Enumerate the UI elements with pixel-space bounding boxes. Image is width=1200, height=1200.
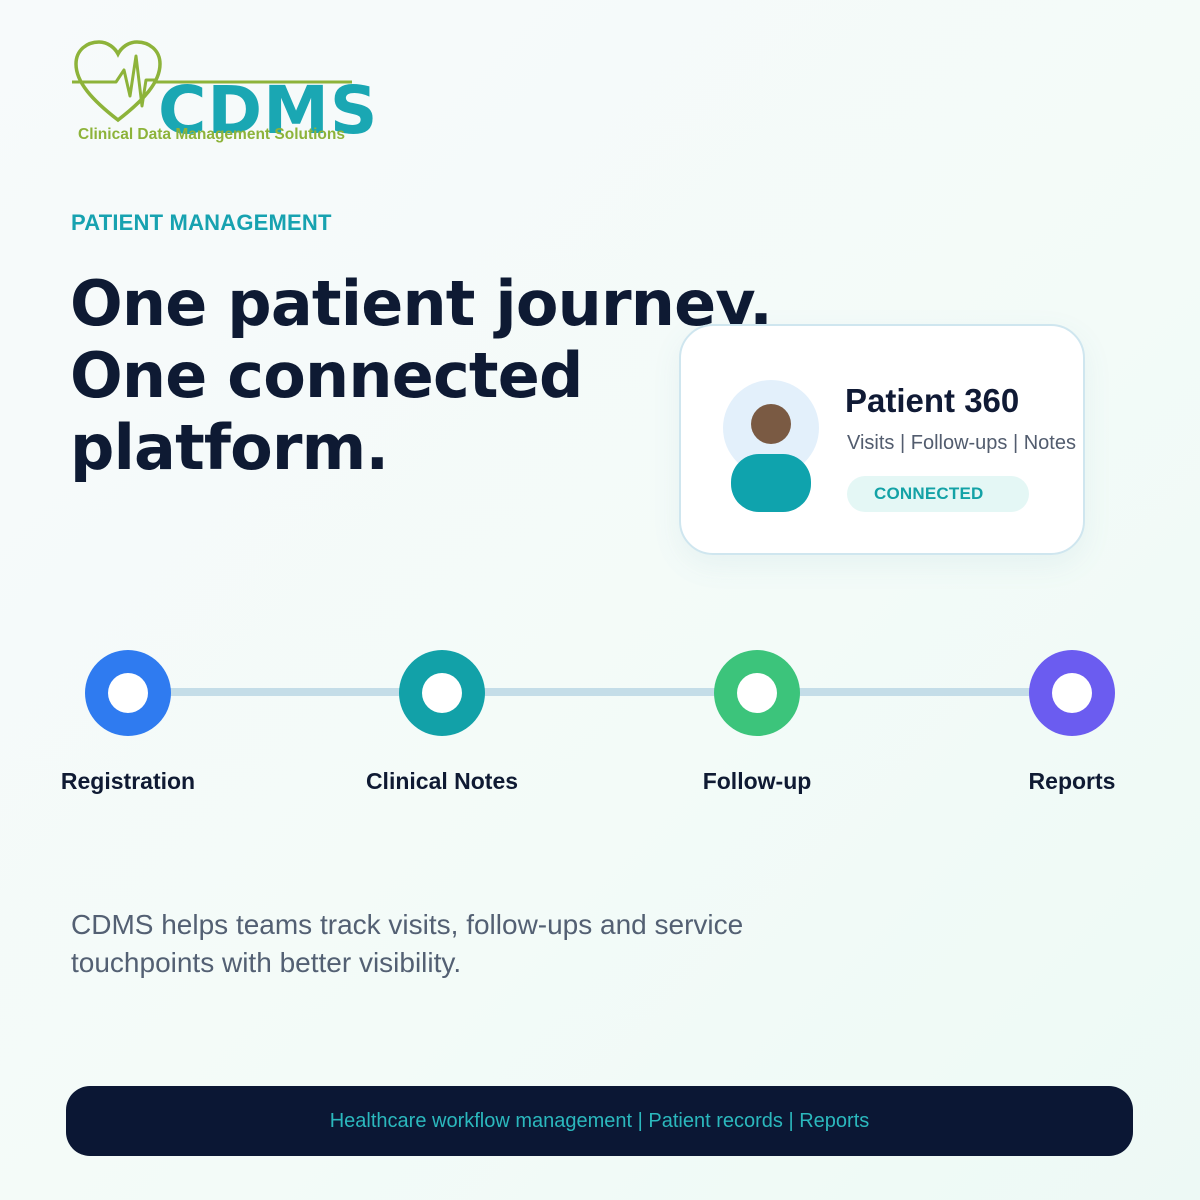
timeline-track <box>128 688 1072 696</box>
headline-line: One patient journey. <box>70 267 773 340</box>
footer-text: Healthcare workflow management | Patient… <box>329 1109 870 1132</box>
workflow-timeline: Registration Clinical Notes Follow-up Re… <box>0 640 1200 820</box>
headline-line: platform. <box>70 411 389 484</box>
timeline-label-follow-up: Follow-up <box>702 768 812 794</box>
timeline-node-clinical-notes <box>399 650 485 736</box>
footer-bar: Healthcare workflow management | Patient… <box>66 1086 1133 1156</box>
card-title: Patient 360 <box>845 382 1020 419</box>
status-badge: CONNECTED <box>847 476 1029 512</box>
headline-line: One connected <box>70 339 583 412</box>
brand-wordmark: CDMS <box>158 72 379 149</box>
section-eyebrow: PATIENT MANAGEMENT <box>71 210 332 235</box>
description-text: CDMS helps teams track visits, follow-up… <box>71 909 744 978</box>
timeline-node-follow-up <box>714 650 800 736</box>
patient-360-card: Patient 360 Visits | Follow-ups | Notes … <box>679 324 1085 555</box>
timeline-node-registration <box>85 650 171 736</box>
brand-logo: CDMS Clinical Data Management Solutions <box>72 40 377 150</box>
heart-pulse-icon <box>72 40 352 123</box>
page-headline: One patient journey. One connected platf… <box>70 267 773 484</box>
patient-avatar-icon <box>723 380 819 512</box>
timeline-label-reports: Reports <box>1028 768 1116 794</box>
timeline-label-registration: Registration <box>60 768 196 794</box>
timeline-node-reports <box>1029 650 1115 736</box>
brand-tagline: Clinical Data Management Solutions <box>78 126 345 143</box>
card-subtitle: Visits | Follow-ups | Notes <box>847 432 1076 454</box>
timeline-label-clinical-notes: Clinical Notes <box>365 768 519 794</box>
